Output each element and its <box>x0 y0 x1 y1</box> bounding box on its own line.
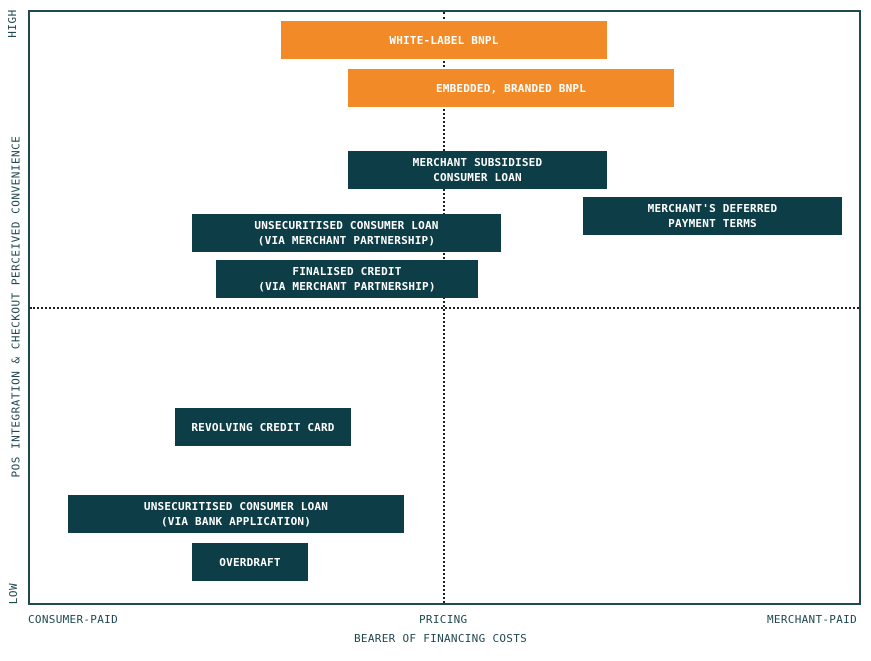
x-axis-right-label: MERCHANT-PAID <box>767 613 857 626</box>
product-overdraft: OVERDRAFT <box>192 543 308 581</box>
x-axis-center-label: PRICING <box>419 613 468 626</box>
x-axis-left-label: CONSUMER-PAID <box>28 613 118 626</box>
product-revolving-credit-card: REVOLVING CREDIT CARD <box>175 408 351 446</box>
product-merchant-subsidised-loan: MERCHANT SUBSIDISED CONSUMER LOAN <box>348 151 607 189</box>
product-finalised-credit: FINALISED CREDIT (VIA MERCHANT PARTNERSH… <box>216 260 478 298</box>
x-axis-title: BEARER OF FINANCING COSTS <box>354 632 528 645</box>
y-axis-low-label: LOW <box>7 582 21 605</box>
y-axis-title: POS INTEGRATION & CHECKOUT PERCEIVED CON… <box>9 135 23 478</box>
product-embedded-branded-bnpl: EMBEDDED, BRANDED BNPL <box>348 69 674 107</box>
convenience-divider-horizontal <box>30 307 859 309</box>
product-white-label-bnpl: WHITE-LABEL BNPL <box>281 21 607 59</box>
product-unsecuritised-loan-bank: UNSECURITISED CONSUMER LOAN (VIA BANK AP… <box>68 495 404 533</box>
y-axis-high-label: HIGH <box>5 9 19 38</box>
product-merchant-deferred-terms: MERCHANT'S DEFERRED PAYMENT TERMS <box>583 197 842 235</box>
plot-frame <box>28 10 861 605</box>
product-unsecuritised-loan-merchant: UNSECURITISED CONSUMER LOAN (VIA MERCHAN… <box>192 214 501 252</box>
